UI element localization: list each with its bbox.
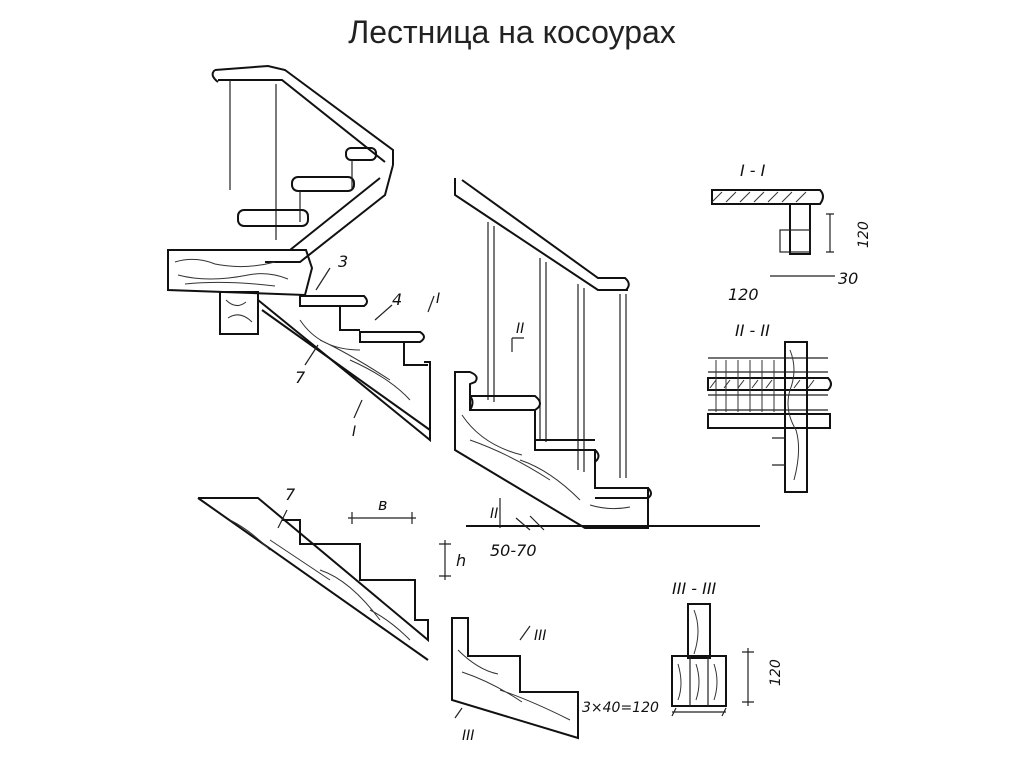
dim-h: h (456, 551, 466, 570)
callout-4: 4 (392, 290, 402, 309)
dim-50-70: 50-70 (490, 541, 537, 560)
dim-120-width: 120 (728, 285, 759, 304)
section-III-title: III - III (672, 579, 717, 598)
section-I-title: I - I (740, 161, 766, 180)
section-II-title: II - II (735, 321, 770, 340)
section-I-I: I - I 120 120 30 (711, 161, 872, 304)
section-III-III: III - III 120 3×40=120 (582, 579, 784, 717)
cut-III-bottom: III (462, 728, 474, 744)
dim-3x40: 3×40=120 (582, 700, 659, 716)
stringer-dims-view: 7 в h (197, 485, 466, 661)
cut-II-top: II (516, 321, 524, 337)
callout-3: 3 (338, 252, 348, 271)
cut-III-top: III (534, 628, 546, 644)
dim-120-section3: 120 (768, 659, 784, 686)
dim-30: 30 (838, 269, 858, 288)
cut-I-bottom: I (352, 424, 356, 440)
callout-7-bottom: 7 (285, 485, 296, 504)
cut-II-bottom: II (490, 506, 498, 522)
dim-120-height: 120 (856, 221, 872, 248)
page-title: Лестница на косоурах (348, 14, 676, 50)
dim-b: в (378, 495, 387, 514)
callout-7-top: 7 (295, 368, 306, 387)
stringer-III-view: III III (451, 617, 579, 744)
section-II-II: II - II (707, 321, 832, 493)
center-stair-view: II II 50-70 (454, 178, 760, 560)
cut-I-top: I (436, 291, 440, 307)
upper-stair-view: 3 4 I 7 I (167, 64, 440, 443)
